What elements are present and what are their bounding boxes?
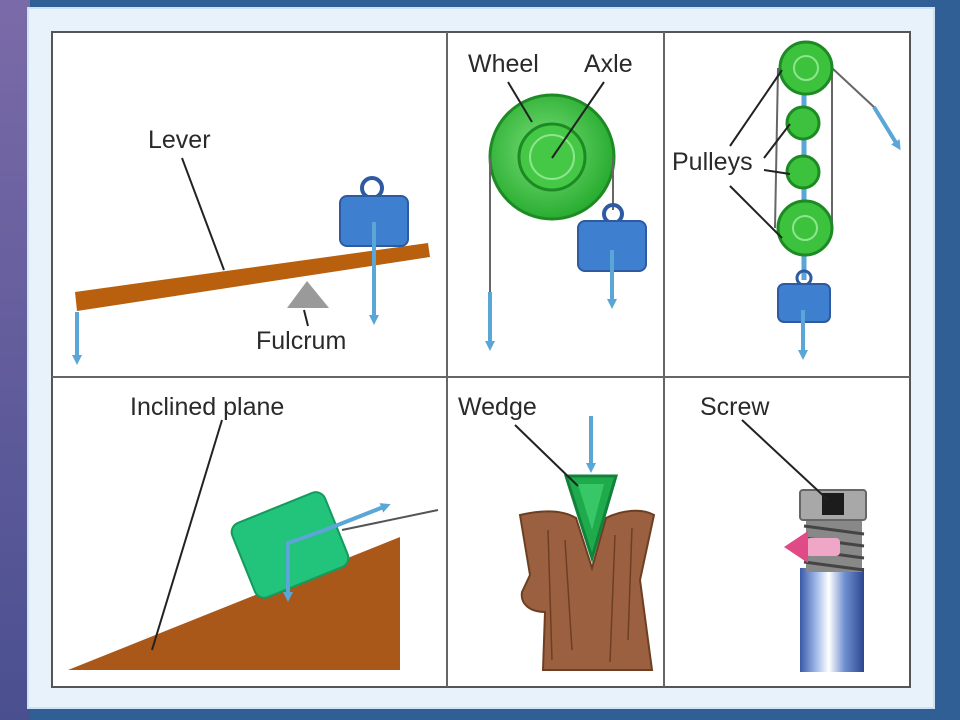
wedge-panel: Wedge	[458, 393, 656, 671]
pull-rope	[341, 509, 439, 531]
lever-beam	[75, 243, 430, 311]
axle-inner	[529, 134, 575, 180]
diagram-panel	[51, 31, 911, 688]
lever-panel: Lever Fulcrum	[72, 126, 430, 365]
lever-pointer	[181, 157, 225, 271]
pulleys-pointer-4	[729, 185, 783, 239]
screw-arrow-body	[806, 538, 840, 556]
wedge-pointer	[514, 424, 579, 487]
incline-force-arrows	[286, 528, 326, 596]
pulley-small-1	[785, 105, 821, 141]
trunk-grain-2	[564, 539, 573, 651]
pulley-bottom-hub	[792, 215, 818, 241]
wheel-pointer	[507, 81, 533, 123]
pulleys-pointer-1	[729, 69, 783, 147]
fulcrum-label: Fulcrum	[256, 327, 346, 355]
lever-label: Lever	[148, 126, 211, 154]
screw-rotation-arrow	[784, 531, 808, 563]
trunk-grain-4	[627, 527, 633, 641]
pulley-bottom	[776, 199, 834, 257]
trunk-grain-3	[609, 534, 616, 663]
screw-panel: Screw	[700, 393, 867, 672]
pulleys-pointer-2	[763, 123, 791, 159]
pulleys-pointer-3	[763, 169, 791, 175]
fulcrum-triangle	[287, 281, 329, 308]
wedge-inner	[578, 484, 604, 530]
fulcrum-pointer	[303, 309, 309, 327]
inclined-plane-label: Inclined plane	[130, 393, 284, 421]
pulley-rope-right	[831, 67, 876, 109]
screw-shaft	[800, 568, 864, 672]
pulley-effort-arrow	[872, 105, 901, 151]
pulley-small-2	[785, 154, 821, 190]
pulleys-panel: Pulleys	[672, 40, 901, 360]
axle-label: Axle	[584, 50, 633, 78]
left-side-strip	[0, 0, 30, 720]
thread-4	[803, 560, 865, 572]
pulleys-label: Pulleys	[672, 148, 753, 176]
inclined-plane-panel: Inclined plane	[68, 393, 439, 670]
tree-trunk	[518, 509, 656, 671]
incline-up-arrow	[324, 503, 391, 532]
screw-label: Screw	[700, 393, 770, 421]
trunk-grain-1	[547, 529, 553, 661]
wheel-label: Wheel	[468, 50, 539, 78]
pulley-top-hub	[793, 55, 819, 81]
axle-pointer	[551, 81, 605, 159]
pulley-top	[778, 40, 834, 96]
pulley-rope-left	[774, 67, 779, 229]
wheel-axle-panel: Wheel Axle	[468, 50, 647, 351]
thread-1	[803, 524, 865, 536]
screw-pointer	[741, 419, 829, 501]
wedge-label: Wedge	[458, 393, 537, 421]
inclined-plane-pointer	[151, 419, 223, 651]
